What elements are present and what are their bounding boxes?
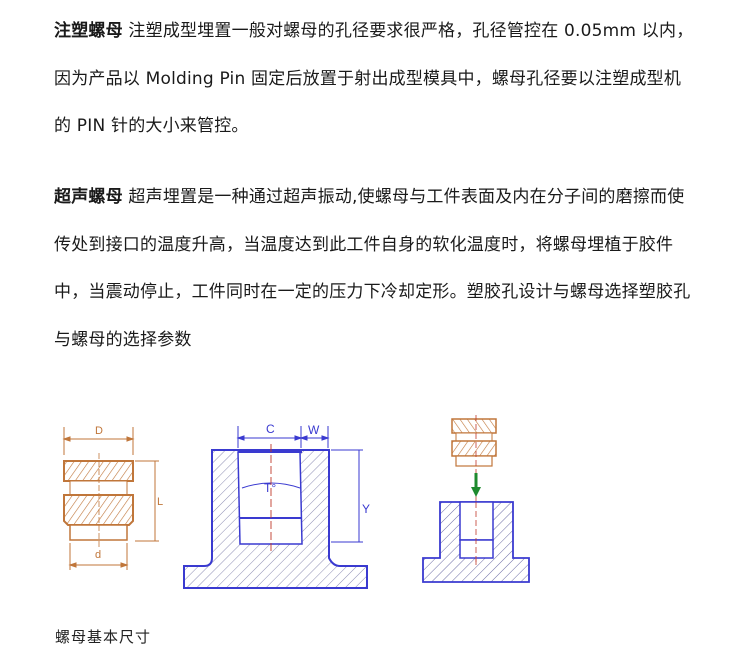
paragraph-text: 超声埋置是一种通过超声振动,使螺母与工件表面及内在分子间的磨擦而使传处到接口的温… [54, 187, 691, 350]
paragraph-injection-nut: 注塑螺母 注塑成型埋置一般对螺母的孔径要求很严格，孔径管控在 0.05mm 以内… [54, 8, 694, 151]
paragraph-text: 注塑成型埋置一般对螺母的孔径要求很严格，孔径管控在 0.05mm 以内，因为产品… [54, 21, 694, 136]
label-taper: T° [264, 481, 276, 495]
paragraph-title: 超声螺母 [54, 187, 123, 207]
label-W: W [308, 423, 320, 437]
label-C: C [266, 422, 275, 436]
label-Y: Y [362, 502, 370, 516]
paragraph-title: 注塑螺母 [54, 21, 123, 41]
figure-caption: 螺母基本尺寸 [55, 628, 152, 646]
label-d: d [95, 549, 101, 561]
nut-insertion-diagram [422, 415, 530, 583]
boss-hole-dimension-diagram: C W T° Y [183, 422, 370, 589]
label-L: L [157, 496, 163, 508]
paragraph-ultrasonic-nut: 超声螺母 超声埋置是一种通过超声振动,使螺母与工件表面及内在分子间的磨擦而使传处… [54, 174, 694, 364]
nut-dimension-diagram: D L d [62, 425, 163, 570]
label-D: D [95, 425, 103, 437]
